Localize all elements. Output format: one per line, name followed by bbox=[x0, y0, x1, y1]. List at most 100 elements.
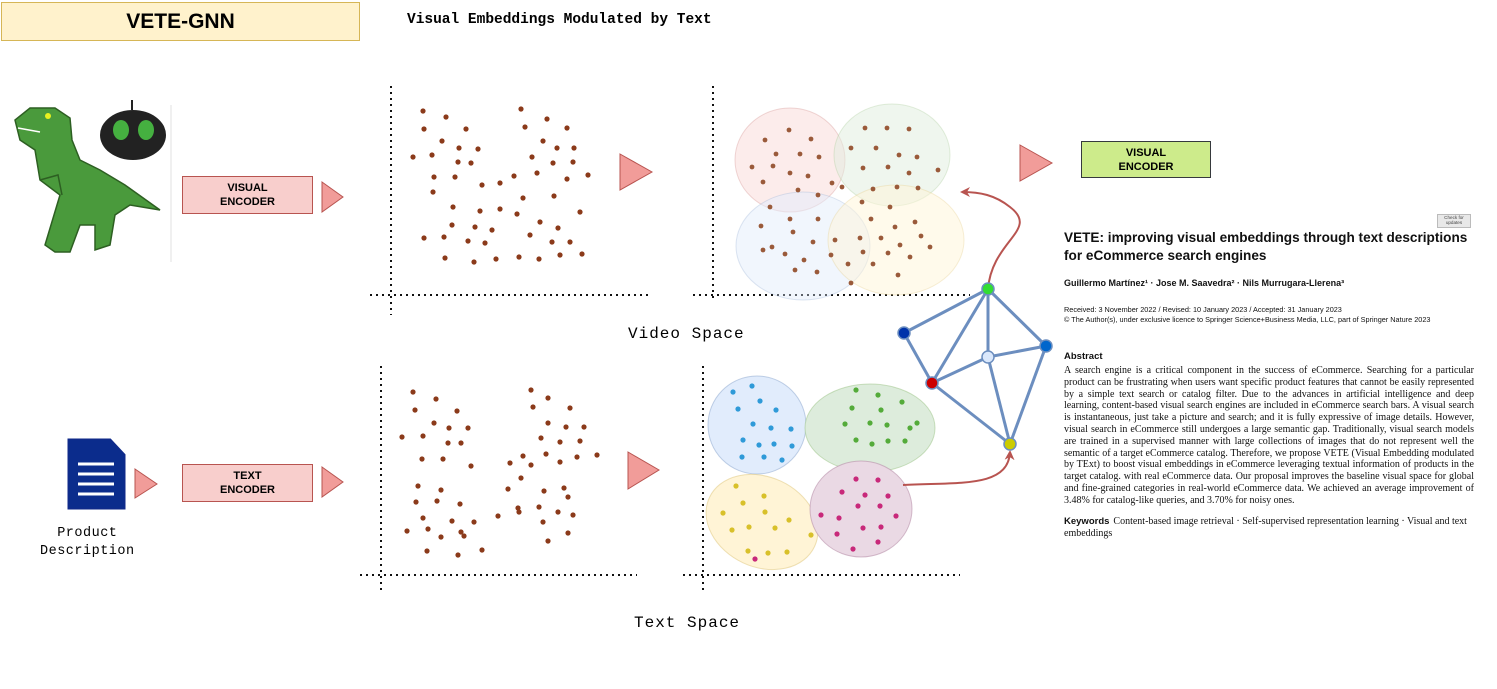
scatter-point bbox=[579, 251, 585, 257]
graph-node-lightblue bbox=[981, 350, 995, 364]
scatter-point bbox=[545, 395, 551, 401]
cluster-point bbox=[779, 457, 785, 463]
scatter-point bbox=[415, 483, 421, 489]
scatter-point bbox=[577, 438, 583, 444]
paper-excerpt: VETE: improving visual embeddings throug… bbox=[1064, 212, 1474, 540]
scatter-point bbox=[541, 488, 547, 494]
scatter-point bbox=[424, 548, 430, 554]
cluster-point bbox=[808, 136, 814, 142]
cluster-point bbox=[839, 184, 845, 190]
cluster-point bbox=[815, 216, 821, 222]
scatter-point bbox=[456, 145, 462, 151]
cluster-point bbox=[816, 154, 822, 160]
cluster-point bbox=[848, 145, 854, 151]
cluster-point bbox=[893, 513, 899, 519]
cluster-point bbox=[829, 180, 835, 186]
cluster-point bbox=[875, 539, 881, 545]
scatter-point bbox=[529, 154, 535, 160]
cluster-point bbox=[895, 272, 901, 278]
scatter-point bbox=[489, 227, 495, 233]
cluster-point bbox=[915, 185, 921, 191]
scatter-point bbox=[537, 219, 543, 225]
cluster-point bbox=[848, 280, 854, 286]
scatter-point bbox=[563, 424, 569, 430]
scatter-point bbox=[479, 547, 485, 553]
scatter-point bbox=[433, 396, 439, 402]
cluster-point bbox=[836, 515, 842, 521]
scatter-point bbox=[545, 420, 551, 426]
scatter-point bbox=[557, 439, 563, 445]
text-space-label: Text Space bbox=[634, 614, 741, 632]
cluster-point bbox=[792, 267, 798, 273]
scatter-point bbox=[520, 195, 526, 201]
scatter-point bbox=[574, 454, 580, 460]
scatter-point bbox=[564, 176, 570, 182]
cluster-point bbox=[878, 235, 884, 241]
graph-node-navy bbox=[897, 326, 911, 340]
cluster-point bbox=[912, 219, 918, 225]
text-cluster-points bbox=[720, 383, 920, 562]
cluster-point bbox=[752, 556, 758, 562]
cluster-point bbox=[885, 438, 891, 444]
cluster-point bbox=[815, 192, 821, 198]
scatter-point bbox=[554, 145, 560, 151]
scatter-point bbox=[518, 106, 524, 112]
paper-dates: Received: 3 November 2022 / Revised: 10 … bbox=[1064, 305, 1342, 314]
cluster-point bbox=[787, 216, 793, 222]
arrow-triangle-text-in bbox=[134, 468, 158, 499]
scatter-point bbox=[438, 487, 444, 493]
curved-arrow-text-to-graph bbox=[902, 450, 1015, 486]
scatter-point bbox=[570, 159, 576, 165]
scatter-point bbox=[518, 475, 524, 481]
cluster-point bbox=[935, 167, 941, 173]
scatter-point bbox=[581, 424, 587, 430]
visual-encoder-box: VISUAL ENCODER bbox=[182, 176, 313, 214]
scatter-point bbox=[557, 252, 563, 258]
scatter-point bbox=[540, 519, 546, 525]
scatter-point bbox=[455, 159, 461, 165]
scatter-point bbox=[457, 501, 463, 507]
scatter-point bbox=[413, 499, 419, 505]
scatter-point bbox=[577, 209, 583, 215]
scatter-point bbox=[420, 108, 426, 114]
scatter-point bbox=[565, 494, 571, 500]
cluster-point bbox=[885, 493, 891, 499]
cluster-point bbox=[907, 254, 913, 260]
cluster-point bbox=[810, 239, 816, 245]
cluster-point bbox=[761, 493, 767, 499]
scatter-point bbox=[493, 256, 499, 262]
scatter-point bbox=[429, 152, 435, 158]
scatter-point bbox=[536, 504, 542, 510]
video-space-label: Video Space bbox=[628, 325, 745, 343]
scatter-point bbox=[522, 124, 528, 130]
arrow-triangle-text-out bbox=[321, 466, 344, 498]
scatter-point bbox=[465, 238, 471, 244]
cluster-point bbox=[740, 437, 746, 443]
cluster-point bbox=[907, 425, 913, 431]
cluster-point bbox=[875, 392, 881, 398]
scatter-point bbox=[567, 405, 573, 411]
arrow-triangle-text-space bbox=[627, 451, 660, 490]
cluster-point bbox=[839, 489, 845, 495]
graph-node-green bbox=[981, 282, 995, 296]
cluster-point bbox=[808, 532, 814, 538]
scatter-point bbox=[412, 407, 418, 413]
abstract-text: A search engine is a critical component … bbox=[1064, 365, 1474, 506]
scatter-point bbox=[472, 224, 478, 230]
cluster-point bbox=[765, 550, 771, 556]
cluster-point bbox=[790, 229, 796, 235]
scatter-point bbox=[511, 173, 517, 179]
cluster-point bbox=[789, 443, 795, 449]
scatter-point bbox=[571, 145, 577, 151]
video-cluster-red bbox=[734, 107, 846, 213]
cluster-point bbox=[845, 261, 851, 267]
cluster-point bbox=[853, 476, 859, 482]
graph-edges bbox=[902, 287, 1048, 446]
cluster-point bbox=[834, 531, 840, 537]
text-scatter-points bbox=[399, 387, 600, 558]
keywords-label: Keywords bbox=[1064, 515, 1110, 527]
cluster-point bbox=[720, 510, 726, 516]
scatter-point bbox=[514, 211, 520, 217]
cluster-point bbox=[762, 509, 768, 515]
